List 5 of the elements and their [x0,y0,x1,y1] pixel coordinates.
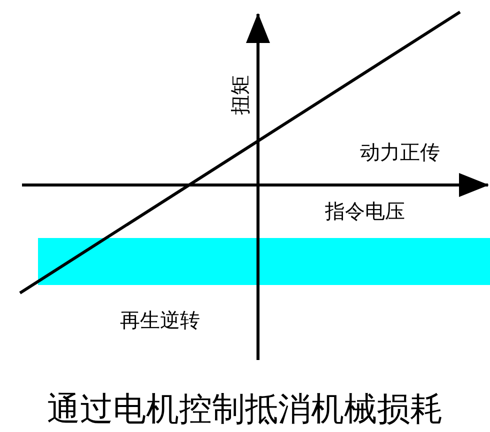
region-label: 再生逆转 [120,310,200,330]
caption: 通过电机控制抵消机械损耗 [46,392,444,425]
axis-label: 指令电压 [325,201,405,221]
axis-label: 扭矩 [230,75,250,115]
region-label: 动力正传 [360,142,440,162]
